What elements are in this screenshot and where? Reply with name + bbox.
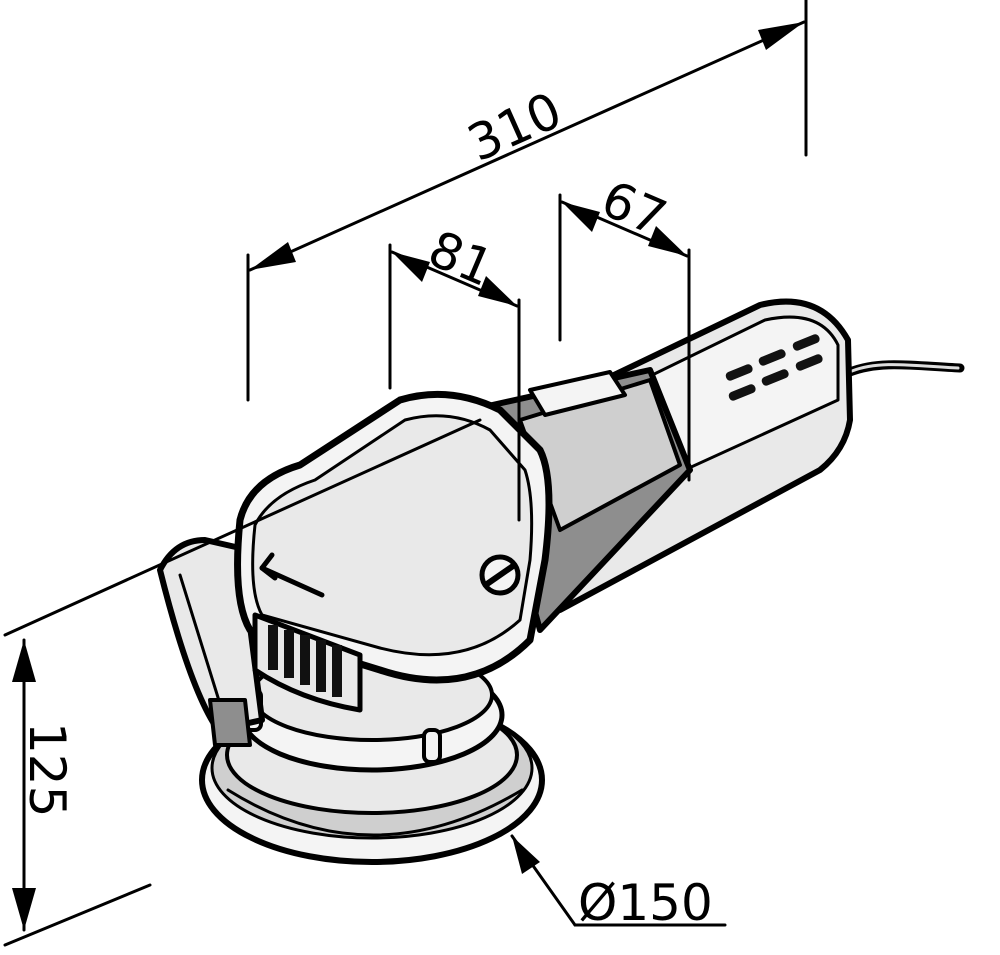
rotation-arrow-icon <box>259 565 325 598</box>
cover-screw-icon <box>479 554 521 596</box>
dimension-lines <box>3 0 808 947</box>
reference-diagonal <box>3 418 482 637</box>
dim-overall-length <box>246 0 808 402</box>
head-cover <box>234 390 553 684</box>
dim-height <box>3 638 152 947</box>
label-height: 125 <box>18 722 76 817</box>
housing-vents <box>725 334 823 401</box>
dim-grip-width <box>558 193 691 482</box>
pad-diameter-value: 150 <box>617 874 712 932</box>
power-switch <box>528 370 627 417</box>
dim-head-width <box>388 243 521 522</box>
dim-pad-diameter <box>510 834 727 927</box>
sander-illustration <box>157 298 965 865</box>
label-overall-length: 310 <box>459 81 570 173</box>
diameter-symbol: Ø <box>578 874 617 932</box>
label-pad-diameter: Ø150 <box>578 874 713 932</box>
cooling-fins <box>252 612 363 713</box>
